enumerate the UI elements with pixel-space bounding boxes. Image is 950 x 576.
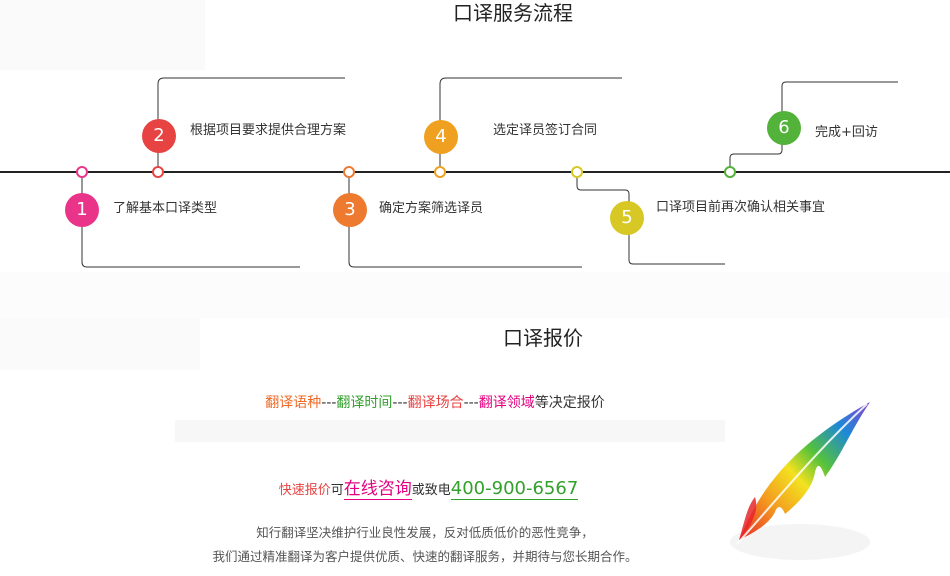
process-title: 口译服务流程 xyxy=(453,1,573,25)
step-3-connector xyxy=(348,172,582,268)
step-2-label: 根据项目要求提供合理方案 xyxy=(190,123,347,138)
factor-occasion: 翻译场合 xyxy=(407,395,464,411)
phone-number[interactable]: 400-900-6567 xyxy=(450,478,579,500)
background-wash xyxy=(0,0,205,70)
step-5-node xyxy=(571,166,583,178)
step-6-node xyxy=(724,166,736,178)
step-1-badge: 1 xyxy=(65,193,99,227)
step-6-label: 完成+回访 xyxy=(815,125,878,140)
contact-connector: 可 xyxy=(330,483,344,498)
online-consult-link[interactable]: 在线咨询 xyxy=(343,479,412,500)
factor-time: 翻译时间 xyxy=(336,395,393,411)
step-6-badge: 6 xyxy=(767,111,801,145)
feather-shadow xyxy=(730,524,870,560)
step-4-node xyxy=(434,166,446,178)
factors-suffix: 等决定报价 xyxy=(534,395,605,411)
step-1-node xyxy=(76,166,88,178)
note-line-1: 知行翻译坚决维护行业良性发展，反对低质低价的恶性竞争， xyxy=(256,525,594,540)
quick-quote-label: 快速报价 xyxy=(278,483,331,498)
step-3-node xyxy=(343,166,355,178)
step-3-label: 确定方案筛选译员 xyxy=(379,201,484,216)
contact-connector-2: 或致电 xyxy=(411,483,451,498)
step-2-node xyxy=(152,166,164,178)
factor-language: 翻译语种 xyxy=(265,395,322,411)
step-1-label: 了解基本口译类型 xyxy=(113,201,218,216)
feather-icon xyxy=(730,402,870,560)
factor-separator: --- xyxy=(321,395,337,411)
process-timeline xyxy=(0,77,950,268)
step-4-label: 选定译员签订合同 xyxy=(493,123,598,138)
step-2-badge: 2 xyxy=(142,119,176,153)
pricing-factors: 翻译语种---翻译时间---翻译场合---翻译领域等决定报价 xyxy=(0,392,870,412)
step-4-badge: 4 xyxy=(424,120,458,154)
step-5-badge: 5 xyxy=(610,201,644,235)
step-6-connector xyxy=(729,81,898,172)
factor-separator: --- xyxy=(463,395,479,411)
note-line-2: 我们通过精准翻译为客户提供优质、快速的翻译服务，并期待与您长期合作。 xyxy=(212,549,638,564)
factor-separator: --- xyxy=(392,395,408,411)
background-wash xyxy=(175,420,725,442)
pricing-title: 口译报价 xyxy=(503,326,583,350)
feather-vane-lower xyxy=(739,497,757,540)
factor-field: 翻译领域 xyxy=(478,395,535,411)
step-1-connector xyxy=(81,172,300,268)
background-wash xyxy=(0,318,200,370)
step-5-connector xyxy=(576,172,725,265)
step-4-connector xyxy=(439,77,622,172)
step-3-badge: 3 xyxy=(333,193,367,227)
feather-quill xyxy=(736,403,868,545)
background-wash xyxy=(0,272,950,318)
contact-line: 快速报价可在线咨询或致电400-900-6567 xyxy=(0,474,857,500)
step-5-label: 口译项目前再次确认相关事宜 xyxy=(656,200,826,215)
step-2-connector xyxy=(157,77,345,172)
